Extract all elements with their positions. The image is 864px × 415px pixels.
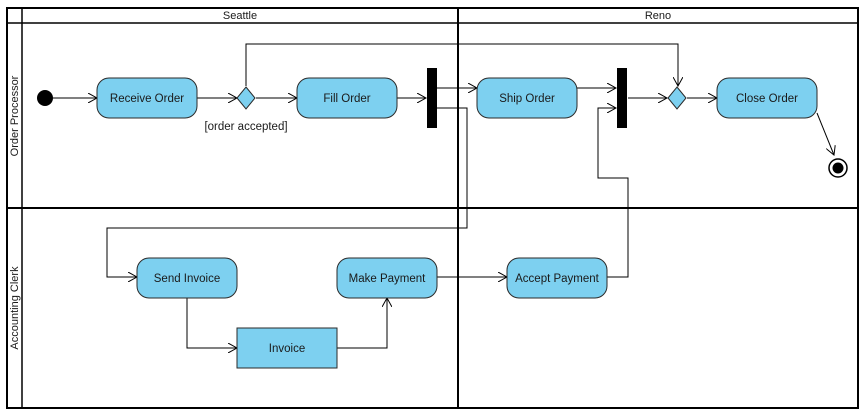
join-bar	[617, 68, 627, 128]
svg-text:Make Payment: Make Payment	[349, 273, 427, 285]
flow-fork-to-send-invoice	[106, 107, 468, 277]
decision-node	[236, 86, 256, 110]
flow-close-to-end	[816, 112, 834, 155]
action-send-invoice: Send Invoice	[136, 257, 238, 299]
merge-node	[667, 86, 687, 110]
svg-text:Close Order: Close Order	[736, 93, 798, 105]
partition-seattle: Seattle	[223, 10, 257, 22]
svg-text:Accept Payment: Accept Payment	[515, 273, 600, 285]
partition-accounting-clerk: Accounting Clerk	[9, 266, 21, 350]
flow-accept-to-join	[597, 108, 629, 278]
partition-order-processor: Order Processor	[9, 75, 21, 156]
action-fill-order: Fill Order	[296, 77, 398, 119]
action-accept-payment: Accept Payment	[506, 257, 608, 299]
svg-text:Ship Order: Ship Order	[499, 93, 555, 105]
action-close-order: Close Order	[716, 77, 818, 119]
action-receive-order: Receive Order	[96, 77, 198, 119]
svg-text:Receive Order: Receive Order	[110, 93, 184, 105]
action-ship-order: Ship Order	[476, 77, 578, 119]
partition-reno: Reno	[645, 10, 671, 22]
svg-text:Send Invoice: Send Invoice	[154, 273, 221, 285]
fork-bar	[427, 68, 437, 128]
action-make-payment: Make Payment	[336, 257, 438, 299]
flow-send-invoice-to-invoice	[186, 297, 237, 348]
final-node	[828, 158, 848, 178]
control-flows	[53, 43, 834, 349]
flow-invoice-to-make-payment	[337, 298, 387, 349]
swimlane-frame	[6, 7, 859, 409]
svg-text:Invoice: Invoice	[269, 343, 305, 355]
guard-order-accepted: [order accepted]	[204, 121, 287, 133]
object-invoice: Invoice	[236, 327, 338, 369]
svg-text:Fill Order: Fill Order	[323, 93, 370, 105]
initial-node	[37, 90, 53, 106]
flow-decision-to-merge	[245, 43, 678, 86]
